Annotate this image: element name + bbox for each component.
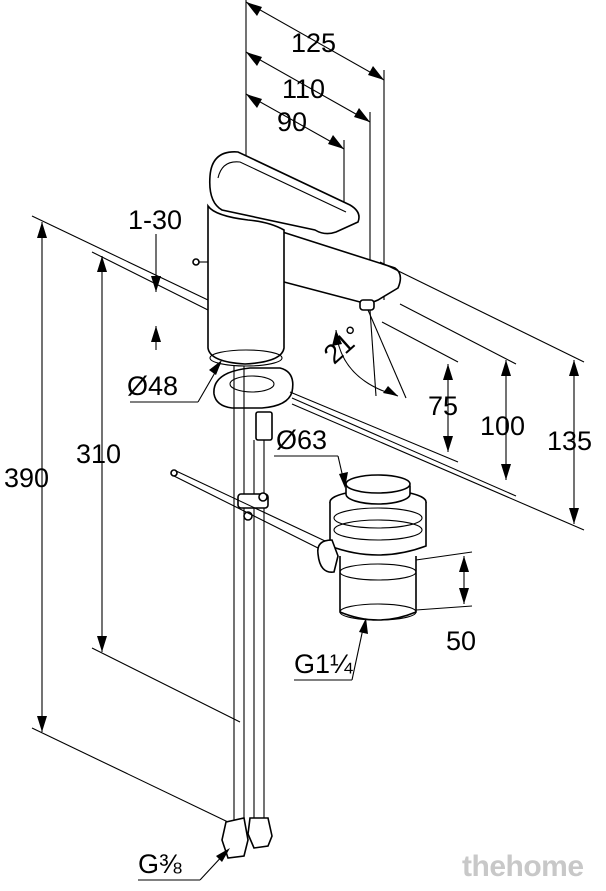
dim-d63: Ø63 xyxy=(274,425,348,488)
dim-g1-1-4-label: G1¼ xyxy=(294,649,353,679)
dim-310: 310 xyxy=(76,251,241,723)
angle-21: 21° xyxy=(318,309,407,399)
waste-valve xyxy=(316,474,427,621)
supply-hoses xyxy=(221,366,273,859)
dim-110: 110 xyxy=(245,51,371,300)
dim-125-label: 125 xyxy=(291,28,336,58)
dim-90-label: 90 xyxy=(277,107,307,137)
dim-g3-8: G⅜ xyxy=(138,848,230,881)
dim-100-label: 100 xyxy=(480,411,525,441)
dim-390: 390 xyxy=(4,215,229,823)
dim-135-label: 135 xyxy=(547,426,592,456)
dim-1-30-label: 1-30 xyxy=(128,205,182,235)
dim-50: 50 xyxy=(415,551,476,656)
dim-d48-label: Ø48 xyxy=(127,371,178,401)
angle-21-label: 21° xyxy=(318,320,368,370)
dim-100: 100 xyxy=(291,303,525,497)
dim-110-label: 110 xyxy=(282,74,325,104)
dim-90: 90 xyxy=(245,93,345,205)
dim-310-label: 310 xyxy=(76,439,121,469)
dim-390-label: 390 xyxy=(4,463,49,493)
dim-75-label: 75 xyxy=(428,391,458,421)
dim-1-30: 1-30 xyxy=(128,205,182,350)
dim-125: 125 xyxy=(245,1,385,300)
popup-rod xyxy=(170,469,341,555)
dim-50-label: 50 xyxy=(446,626,476,656)
dim-d48: Ø48 xyxy=(127,360,222,403)
dim-135: 135 xyxy=(291,261,592,531)
dim-d63-label: Ø63 xyxy=(276,425,327,455)
faucet-body xyxy=(192,151,402,367)
dim-75: 75 xyxy=(289,321,459,463)
watermark: thehome xyxy=(462,850,584,883)
dim-g1-1-4: G1¼ xyxy=(294,618,368,681)
dim-g3-8-label: G⅜ xyxy=(138,849,182,879)
